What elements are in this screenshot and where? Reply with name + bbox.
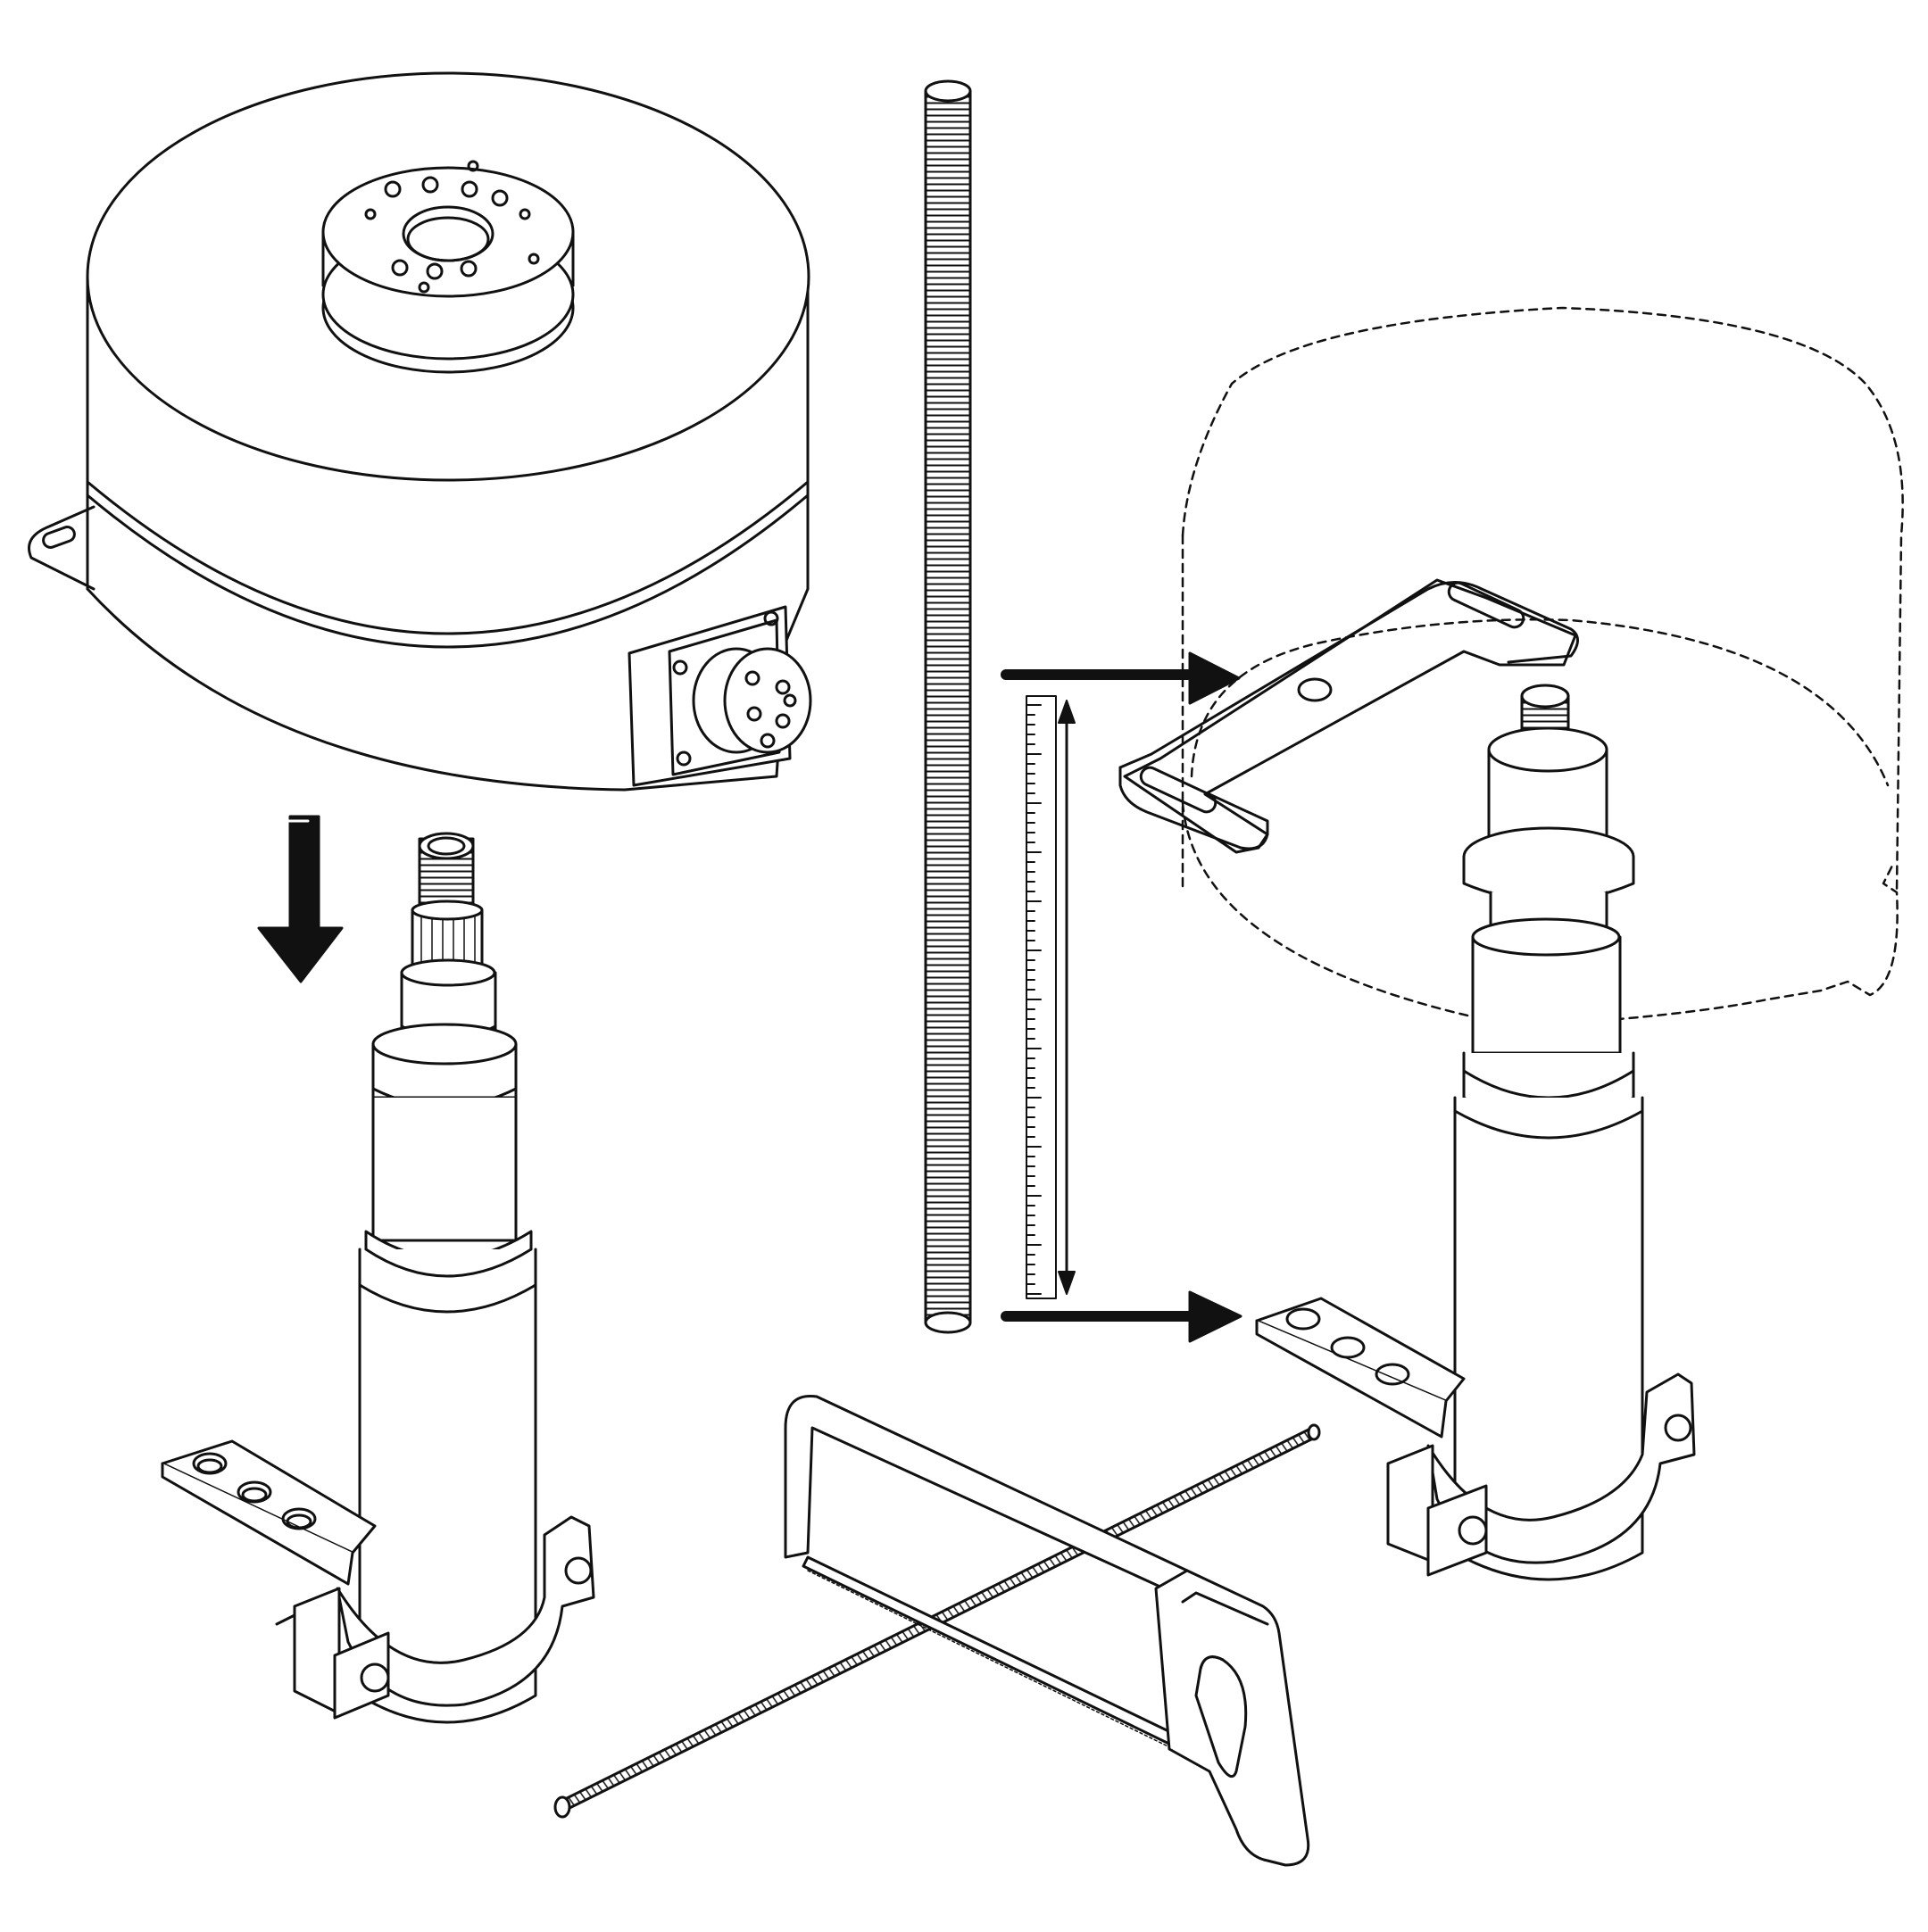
clamp-bracket-right [1255, 1297, 1466, 1439]
u-bracket-icon [1118, 578, 1579, 854]
measure-scale-icon [1026, 695, 1076, 1299]
down-arrow-icon [257, 815, 344, 983]
clamp-icon [275, 1515, 595, 1720]
top-hub [321, 160, 575, 374]
housing-outline-dashed [1181, 306, 1904, 1028]
clamp-right-icon [1386, 1372, 1696, 1577]
mounting-post-icon [358, 832, 537, 1724]
connector-block [627, 605, 812, 787]
hacksaw-icon [784, 1394, 1310, 1867]
right-arrow-icon [1001, 651, 1242, 1343]
clamp-bracket-left [161, 1439, 377, 1586]
motor-housing-icon [28, 71, 812, 792]
mounting-post-right [1453, 684, 1644, 1581]
threaded-rod-icon [924, 79, 972, 1334]
